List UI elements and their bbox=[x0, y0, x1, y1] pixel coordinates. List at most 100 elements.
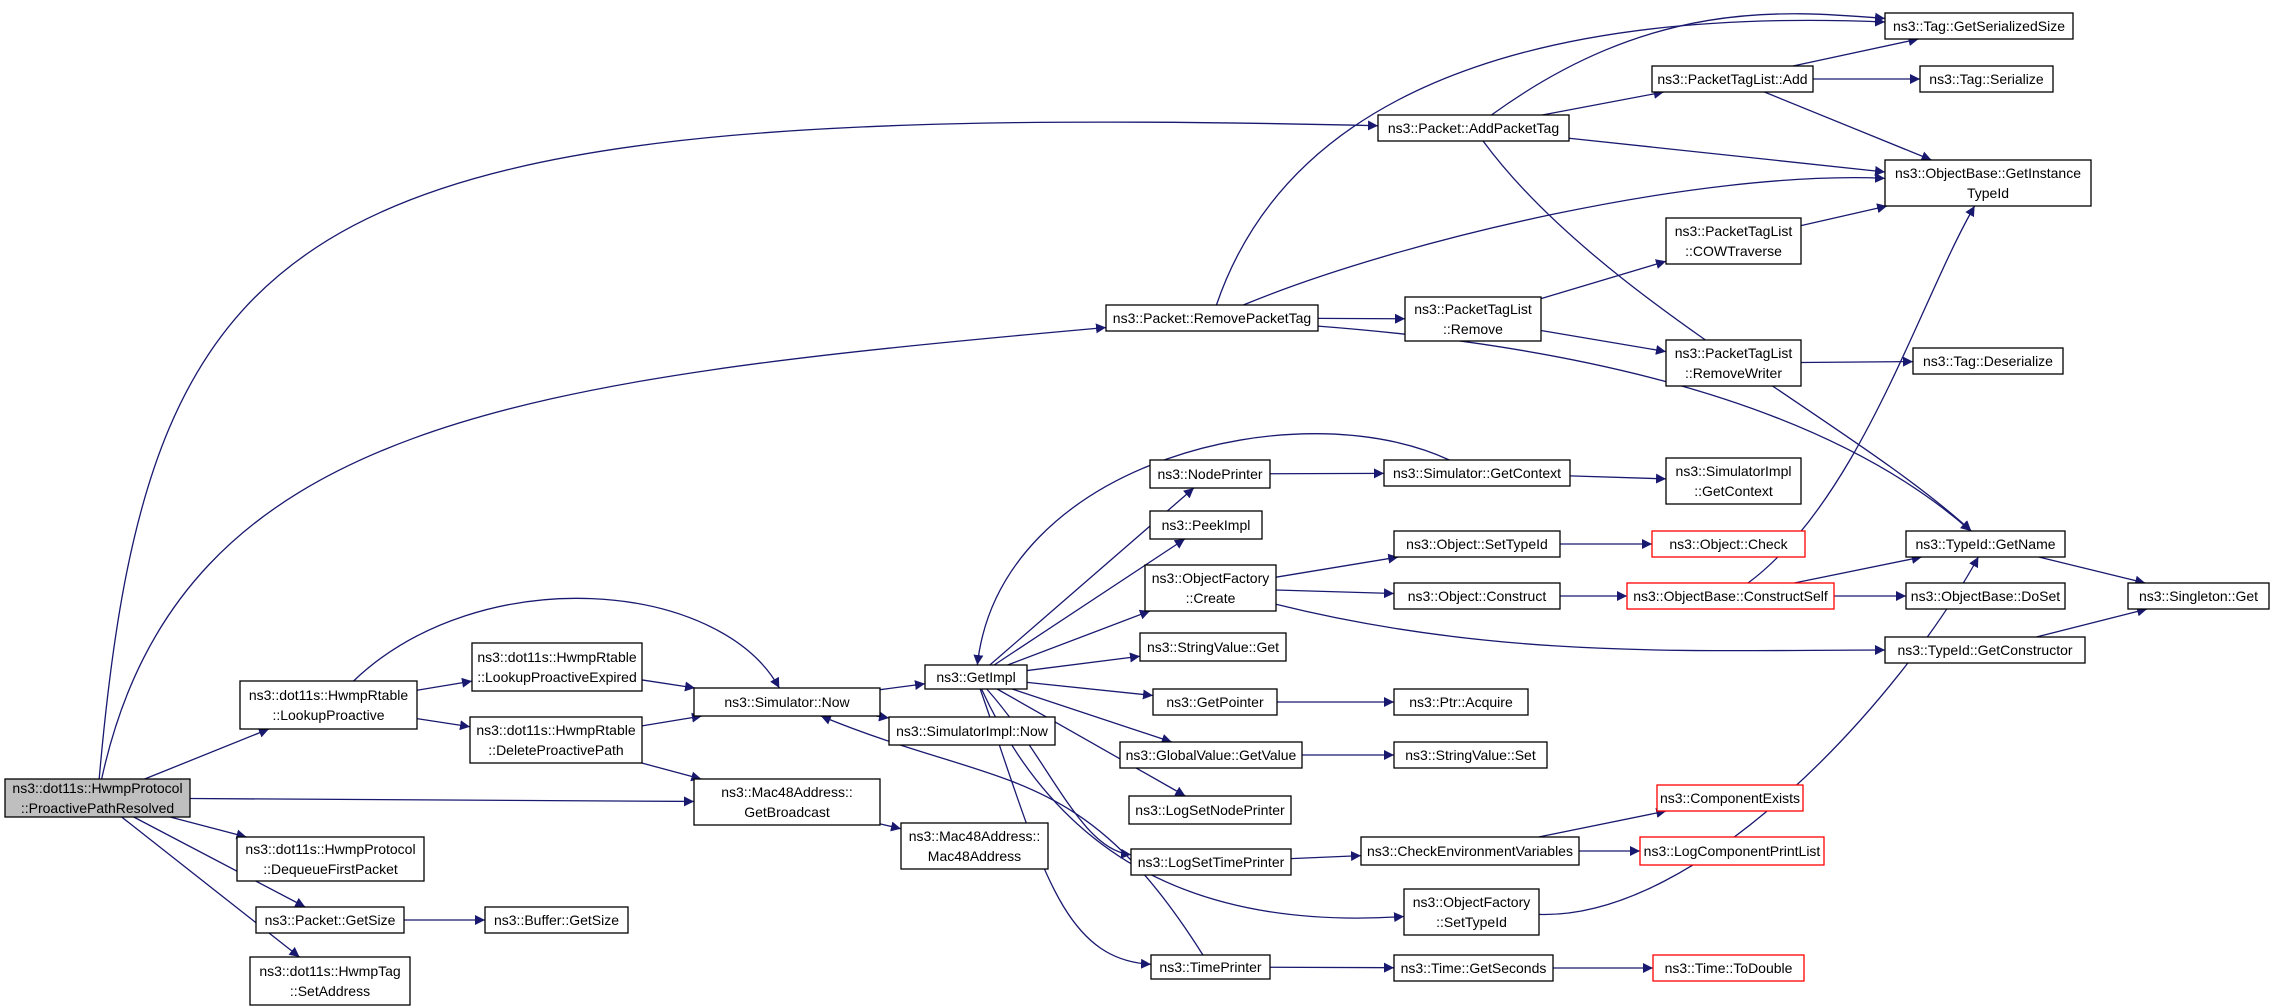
node-peekImpl[interactable]: ns3::PeekImpl bbox=[1149, 510, 1263, 540]
node-logCompPrint[interactable]: ns3::LogComponentPrintList bbox=[1639, 836, 1825, 866]
node-compExists[interactable]: ns3::ComponentExists bbox=[1656, 784, 1804, 812]
node-box[interactable] bbox=[1119, 741, 1303, 769]
node-box[interactable] bbox=[1651, 65, 1814, 93]
node-getConstructor[interactable]: ns3::TypeId::GetConstructor bbox=[1884, 636, 2086, 664]
node-gvGetValue[interactable]: ns3::GlobalValue::GetValue bbox=[1119, 741, 1303, 769]
node-typeIdGetName[interactable]: ns3::TypeId::GetName bbox=[1905, 530, 2066, 558]
node-box[interactable] bbox=[1651, 530, 1806, 558]
node-box[interactable] bbox=[4, 778, 191, 818]
node-box[interactable] bbox=[1144, 564, 1277, 612]
node-ofSetTypeId[interactable]: ns3::ObjectFactory::SetTypeId bbox=[1403, 888, 1540, 936]
node-bufGetSize[interactable]: ns3::Buffer::GetSize bbox=[484, 906, 629, 934]
node-objCheck[interactable]: ns3::Object::Check bbox=[1651, 530, 1806, 558]
node-box[interactable] bbox=[239, 680, 418, 730]
node-dequeue[interactable]: ns3::dot11s::HwmpProtocol::DequeueFirstP… bbox=[236, 836, 425, 882]
node-box[interactable] bbox=[2127, 582, 2270, 610]
node-box[interactable] bbox=[1665, 457, 1802, 505]
node-box[interactable] bbox=[1128, 795, 1292, 825]
node-box[interactable] bbox=[1403, 888, 1540, 936]
node-checkEnv[interactable]: ns3::CheckEnvironmentVariables bbox=[1360, 836, 1580, 866]
node-box[interactable] bbox=[1652, 954, 1805, 982]
node-objConstruct[interactable]: ns3::Object::Construct bbox=[1393, 582, 1561, 610]
node-box[interactable] bbox=[1656, 784, 1804, 812]
node-box[interactable] bbox=[1105, 304, 1319, 332]
node-addTag[interactable]: ns3::Packet::AddPacketTag bbox=[1377, 114, 1570, 142]
node-svGet[interactable]: ns3::StringValue::Get bbox=[1139, 632, 1287, 662]
node-box[interactable] bbox=[1139, 632, 1287, 662]
node-simImplNow[interactable]: ns3::SimulatorImpl::Now bbox=[888, 716, 1056, 746]
node-logSetNode[interactable]: ns3::LogSetNodePrinter bbox=[1128, 795, 1292, 825]
node-objSetTypeId[interactable]: ns3::Object::SetTypeId bbox=[1393, 530, 1561, 558]
node-removeWriter[interactable]: ns3::PacketTagList::RemoveWriter bbox=[1665, 339, 1802, 387]
node-box[interactable] bbox=[1905, 530, 2066, 558]
node-box[interactable] bbox=[236, 836, 425, 882]
node-getPointer[interactable]: ns3::GetPointer bbox=[1152, 688, 1278, 716]
node-ofCreate[interactable]: ns3::ObjectFactory::Create bbox=[1144, 564, 1277, 612]
node-box[interactable] bbox=[1912, 347, 2064, 375]
node-setAddress[interactable]: ns3::dot11s::HwmpTag::SetAddress bbox=[249, 956, 411, 1006]
node-box[interactable] bbox=[1377, 114, 1570, 142]
node-box[interactable] bbox=[1149, 510, 1263, 540]
node-box[interactable] bbox=[1360, 836, 1580, 866]
node-box[interactable] bbox=[900, 822, 1049, 870]
node-box[interactable] bbox=[693, 778, 881, 826]
node-tagGetSer[interactable]: ns3::Tag::GetSerializedSize bbox=[1884, 12, 2074, 40]
node-box[interactable] bbox=[1884, 636, 2086, 664]
node-deleteProactive[interactable]: ns3::dot11s::HwmpRtable::DeleteProactive… bbox=[469, 716, 643, 764]
node-macBroadcast[interactable]: ns3::Mac48Address::GetBroadcast bbox=[693, 778, 881, 826]
node-box[interactable] bbox=[1152, 688, 1278, 716]
node-getImpl[interactable]: ns3::GetImpl bbox=[924, 664, 1028, 690]
node-box[interactable] bbox=[1884, 12, 2074, 40]
node-box[interactable] bbox=[924, 664, 1028, 690]
node-box[interactable] bbox=[471, 642, 643, 692]
node-timePrinter[interactable]: ns3::TimePrinter bbox=[1150, 954, 1271, 980]
node-logSetTime[interactable]: ns3::LogSetTimePrinter bbox=[1130, 848, 1292, 876]
node-box[interactable] bbox=[693, 687, 881, 717]
node-simImplGetContext[interactable]: ns3::SimulatorImpl::GetContext bbox=[1665, 457, 1802, 505]
node-box[interactable] bbox=[255, 906, 405, 934]
node-box[interactable] bbox=[1665, 217, 1802, 265]
node-timeGetSeconds[interactable]: ns3::Time::GetSeconds bbox=[1393, 954, 1554, 982]
node-box[interactable] bbox=[1130, 848, 1292, 876]
node-box[interactable] bbox=[1665, 339, 1802, 387]
node-box[interactable] bbox=[1626, 582, 1835, 610]
node-root[interactable]: ns3::dot11s::HwmpProtocol::ProactivePath… bbox=[4, 778, 191, 818]
node-box[interactable] bbox=[1150, 954, 1271, 980]
node-box[interactable] bbox=[1393, 530, 1561, 558]
node-ptrAcquire[interactable]: ns3::Ptr::Acquire bbox=[1393, 688, 1529, 716]
node-box[interactable] bbox=[1393, 688, 1529, 716]
node-svSet[interactable]: ns3::StringValue::Set bbox=[1393, 741, 1548, 769]
node-lookupExpired[interactable]: ns3::dot11s::HwmpRtable::LookupProactive… bbox=[471, 642, 643, 692]
node-cowTraverse[interactable]: ns3::PacketTagList::COWTraverse bbox=[1665, 217, 1802, 265]
node-box[interactable] bbox=[1393, 741, 1548, 769]
node-singletonGet[interactable]: ns3::Singleton::Get bbox=[2127, 582, 2270, 610]
node-box[interactable] bbox=[1393, 582, 1561, 610]
node-box[interactable] bbox=[1905, 582, 2066, 610]
node-doSet[interactable]: ns3::ObjectBase::DoSet bbox=[1905, 582, 2066, 610]
node-constructSelf[interactable]: ns3::ObjectBase::ConstructSelf bbox=[1626, 582, 1835, 610]
node-simGetContext[interactable]: ns3::Simulator::GetContext bbox=[1383, 459, 1571, 487]
node-removeTag[interactable]: ns3::Packet::RemovePacketTag bbox=[1105, 304, 1319, 332]
node-box[interactable] bbox=[1404, 296, 1542, 342]
node-macCtor[interactable]: ns3::Mac48Address::Mac48Address bbox=[900, 822, 1049, 870]
node-box[interactable] bbox=[888, 716, 1056, 746]
node-tagSerialize[interactable]: ns3::Tag::Serialize bbox=[1919, 65, 2054, 93]
node-box[interactable] bbox=[1383, 459, 1571, 487]
node-tagListAdd[interactable]: ns3::PacketTagList::Add bbox=[1651, 65, 1814, 93]
node-box[interactable] bbox=[1639, 836, 1825, 866]
node-simNow[interactable]: ns3::Simulator::Now bbox=[693, 687, 881, 717]
node-box[interactable] bbox=[1884, 159, 2092, 207]
node-box[interactable] bbox=[249, 956, 411, 1006]
node-nodePrinter[interactable]: ns3::NodePrinter bbox=[1149, 459, 1271, 489]
node-box[interactable] bbox=[1149, 459, 1271, 489]
node-box[interactable] bbox=[1393, 954, 1554, 982]
node-box[interactable] bbox=[1919, 65, 2054, 93]
node-box[interactable] bbox=[469, 716, 643, 764]
node-pktGetSize[interactable]: ns3::Packet::GetSize bbox=[255, 906, 405, 934]
node-lookupProactive[interactable]: ns3::dot11s::HwmpRtable::LookupProactive bbox=[239, 680, 418, 730]
node-tagDeser[interactable]: ns3::Tag::Deserialize bbox=[1912, 347, 2064, 375]
node-timeToDouble[interactable]: ns3::Time::ToDouble bbox=[1652, 954, 1805, 982]
node-tagListRemove[interactable]: ns3::PacketTagList::Remove bbox=[1404, 296, 1542, 342]
node-box[interactable] bbox=[484, 906, 629, 934]
